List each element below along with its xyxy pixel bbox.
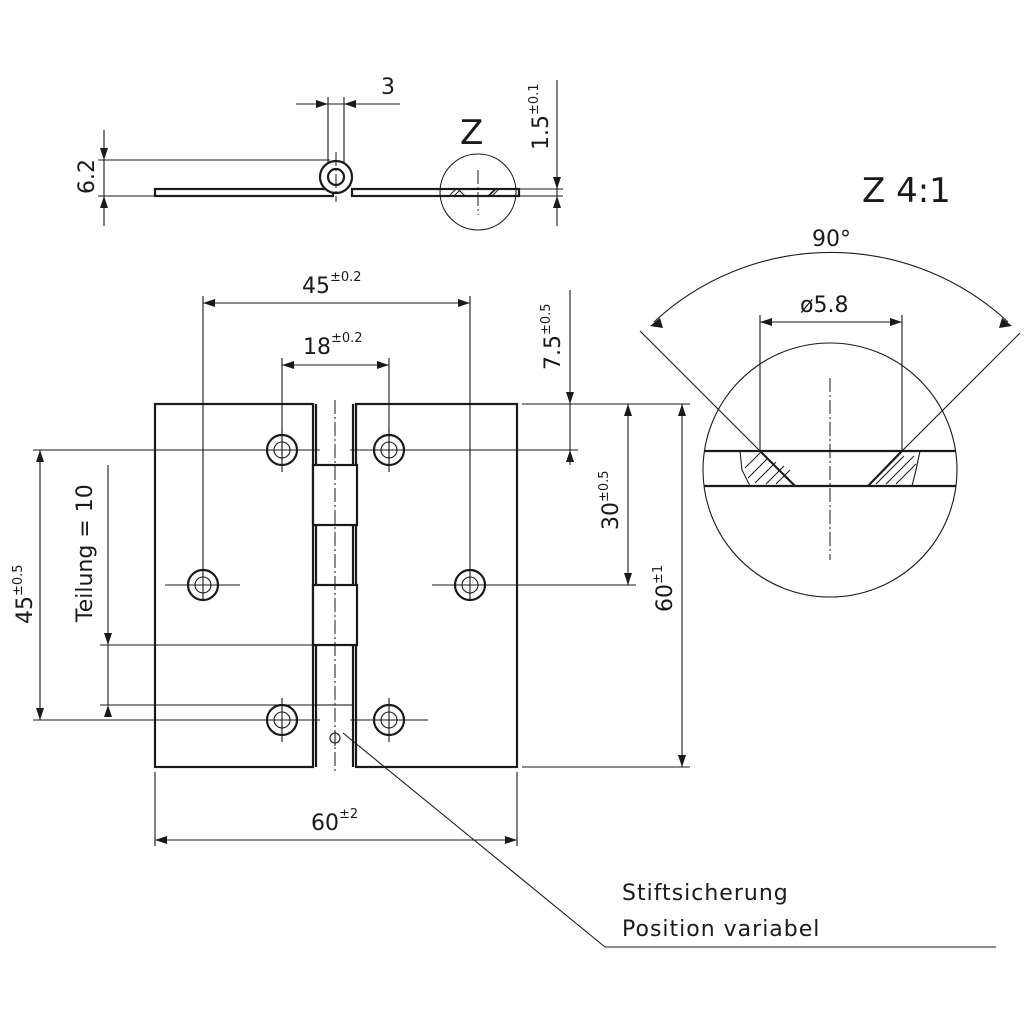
dim-diameter: ø5.8 (800, 293, 848, 318)
detail-circle (702, 342, 958, 598)
dim-total-height: 60±1 (651, 565, 678, 612)
dim-total-width: 60±2 (311, 807, 358, 836)
dim-angle: 90° (812, 227, 851, 252)
dim-top-offset: 7.5±0.5 (539, 303, 566, 370)
right-leaf-side (350, 187, 521, 198)
note-line-2: Position variabel (622, 917, 820, 942)
dim-pitch: Teilung = 10 (73, 484, 98, 623)
detail-z-marker-label: Z (460, 113, 483, 153)
dim-thickness: 1.5±0.1 (527, 83, 554, 150)
detail-title: Z 4:1 (862, 171, 951, 211)
detail-z-marker-circle (439, 153, 517, 231)
hole-bottom-right (350, 698, 428, 742)
dim-pin-width: 3 (381, 75, 395, 100)
dim-inner-spacing: 18±0.2 (303, 331, 363, 360)
dim-mid-height: 30±0.5 (597, 470, 624, 530)
detail-z: Z 4:1 (639, 171, 1021, 598)
angle-arc (653, 251, 1009, 323)
dim-hole-spacing-h: 45±0.2 (302, 270, 362, 299)
dim-hole-spacing-v: 45±0.5 (11, 564, 38, 624)
note-line-1: Stiftsicherung (622, 881, 789, 906)
top-view: Z 3 6.2 1.5±0.1 (75, 75, 563, 231)
left-leaf-side (153, 187, 335, 198)
dim-height: 6.2 (75, 159, 100, 194)
front-view: 45±0.2 18±0.2 7.5±0.5 30±0.5 (11, 270, 996, 948)
